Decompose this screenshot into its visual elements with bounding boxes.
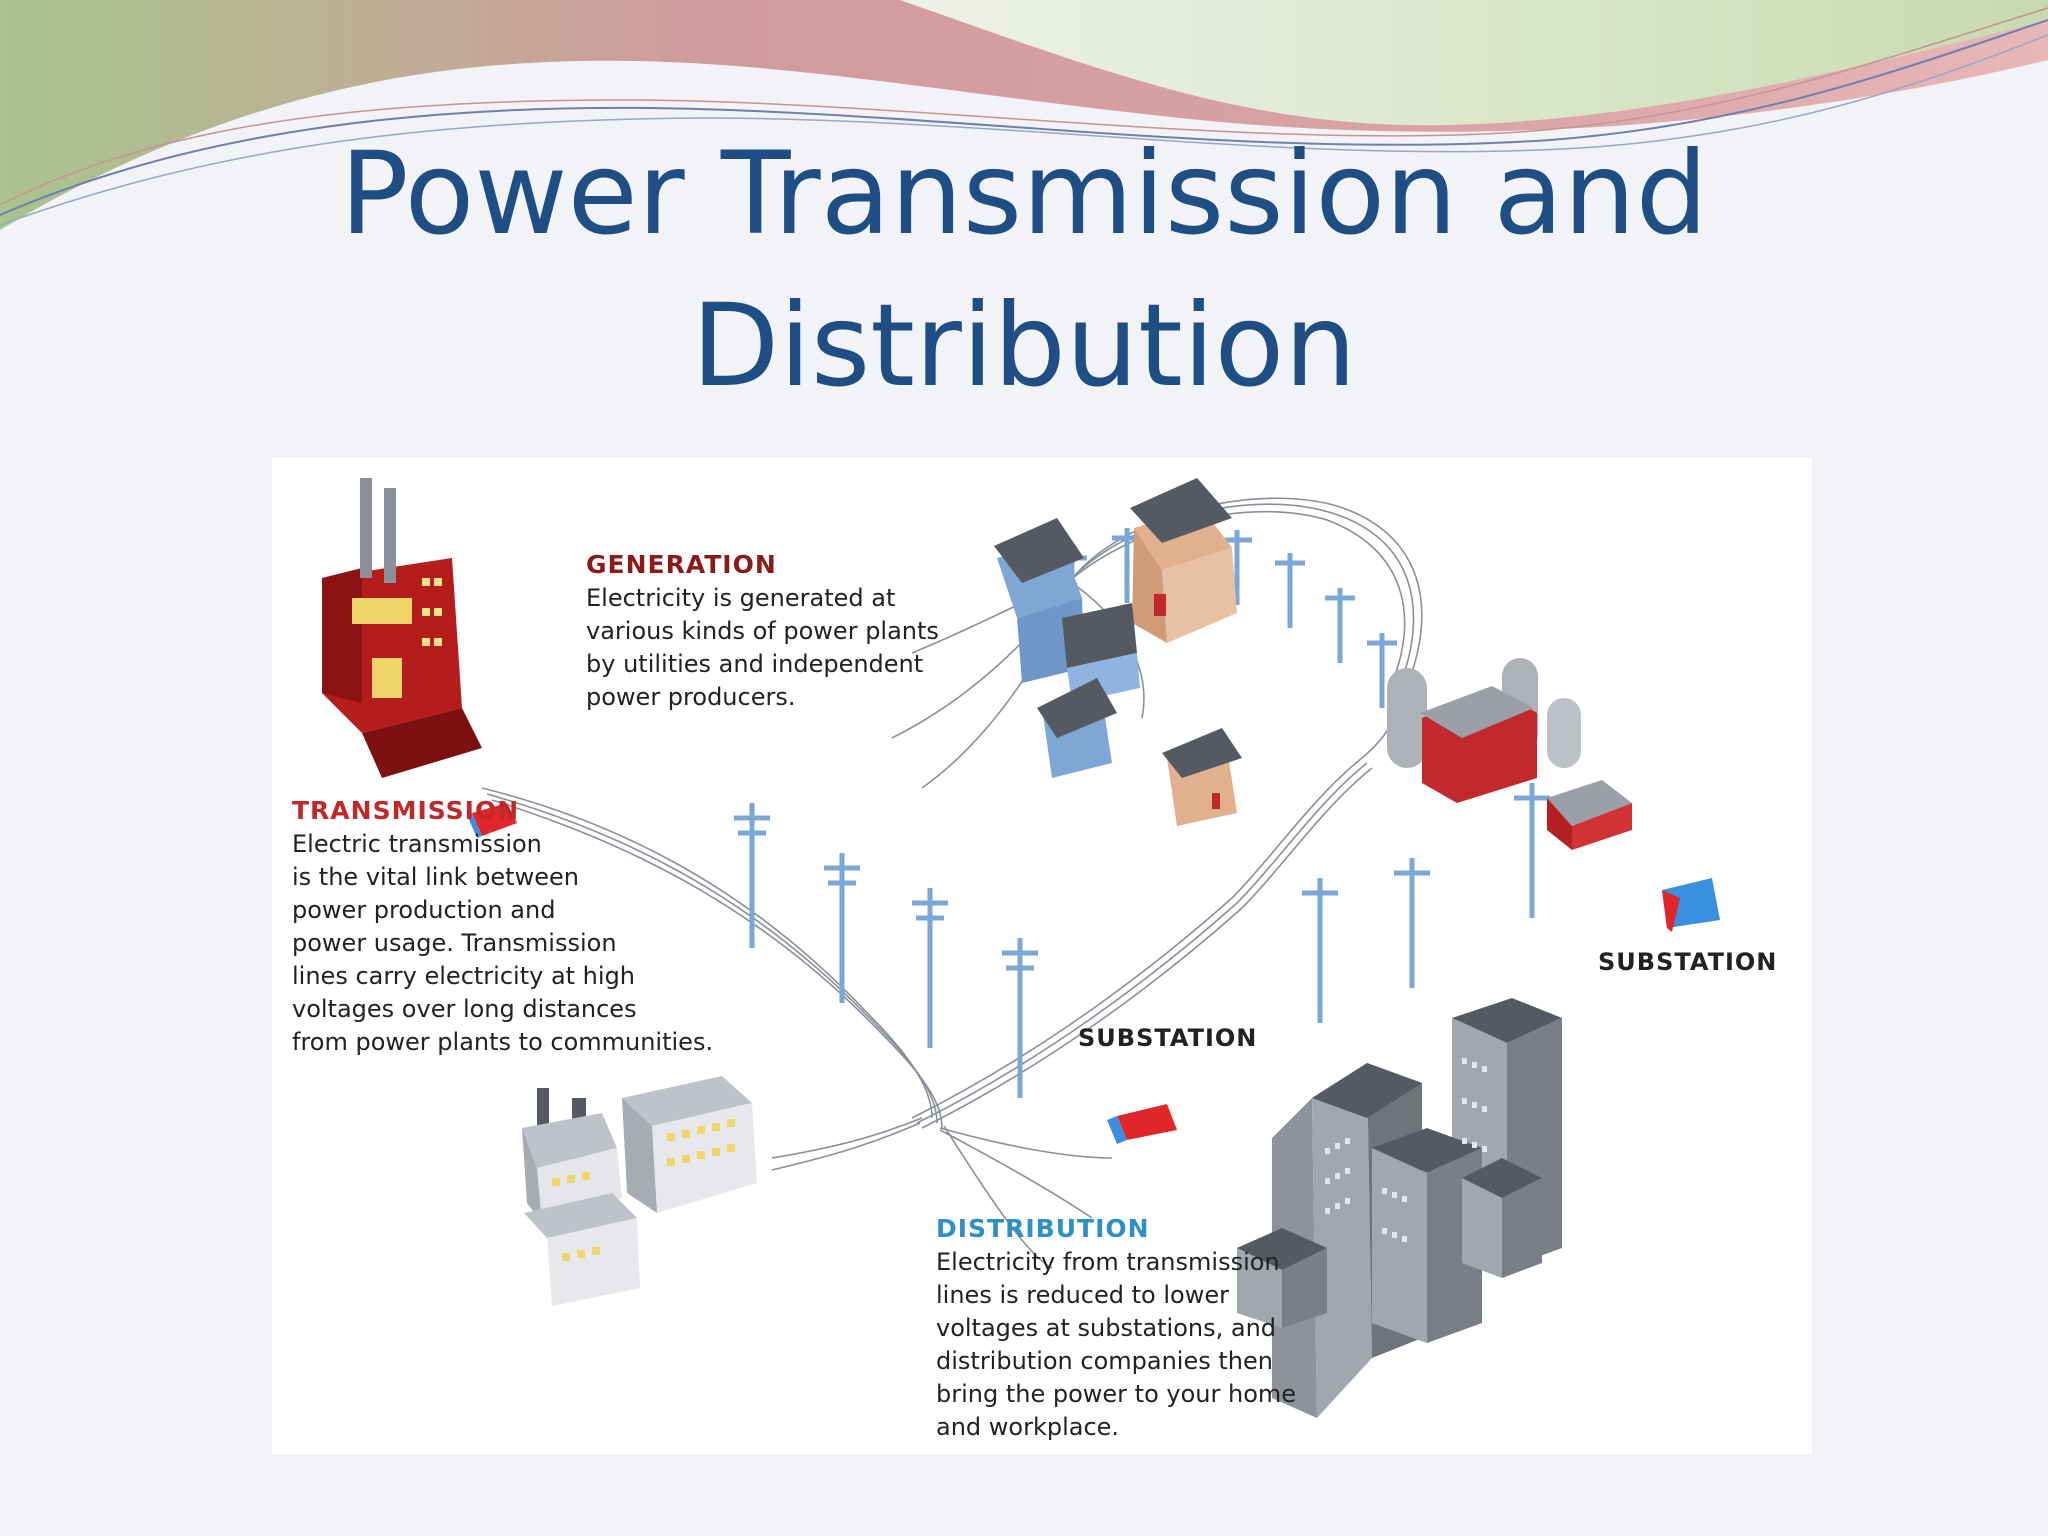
substation-label-center: SUBSTATION	[1078, 1024, 1258, 1052]
wave-line-1	[0, 19, 2048, 216]
distribution-line-3: voltages at substations, and	[936, 1314, 1277, 1342]
generation-description: Electricity is generated at various kind…	[586, 582, 939, 714]
transmission-line-6: voltages over long distances	[292, 995, 637, 1023]
diagram-illustration	[272, 458, 1812, 1454]
distribution-line-2: lines is reduced to lower	[936, 1281, 1229, 1309]
slide-title-line2: Distribution	[691, 279, 1357, 412]
house-icon	[994, 478, 1242, 826]
distribution-line-6: and workplace.	[936, 1413, 1120, 1441]
top-wave-light	[900, 0, 2048, 126]
distribution-line-4: distribution companies then	[936, 1347, 1273, 1375]
generation-line-2: various kinds of power plants	[586, 617, 939, 645]
transmission-line-5: lines carry electricity at high	[292, 962, 636, 990]
wave-line-3	[0, 7, 2048, 206]
slide-title: Power Transmission and Distribution	[0, 118, 2048, 422]
transmission-line-1: Electric transmission	[292, 830, 542, 858]
generation-heading: GENERATION	[586, 550, 777, 579]
office-building-icon	[1237, 998, 1562, 1418]
farm-barn-icon	[1387, 658, 1632, 850]
wave-line-2	[0, 34, 2048, 226]
distribution-description: Electricity from transmission lines is r…	[936, 1246, 1296, 1444]
distribution-heading: DISTRIBUTION	[936, 1214, 1150, 1243]
distribution-line-1: Electricity from transmission	[936, 1248, 1280, 1276]
transmission-line-3: power production and	[292, 896, 556, 924]
substation-label-right: SUBSTATION	[1598, 948, 1778, 976]
transmission-description: Electric transmission is the vital link …	[292, 828, 713, 1059]
generation-line-3: by utilities and independent	[586, 650, 924, 678]
transmission-line-2: is the vital link between	[292, 863, 579, 891]
generation-line-1: Electricity is generated at	[586, 584, 896, 612]
distribution-line-5: bring the power to your home	[936, 1380, 1297, 1408]
power-grid-diagram: GENERATION Electricity is generated at v…	[272, 458, 1812, 1454]
transmission-line-4: power usage. Transmission	[292, 929, 617, 957]
factory-icon	[522, 1076, 757, 1306]
slide-title-line1: Power Transmission and	[339, 127, 1709, 260]
transmission-line-7: from power plants to communities.	[292, 1028, 714, 1056]
generation-line-4: power producers.	[586, 683, 796, 711]
power-plant-icon	[322, 478, 482, 778]
substation-box-icon	[467, 803, 1720, 1144]
transmission-heading: TRANSMISSION	[292, 796, 520, 825]
